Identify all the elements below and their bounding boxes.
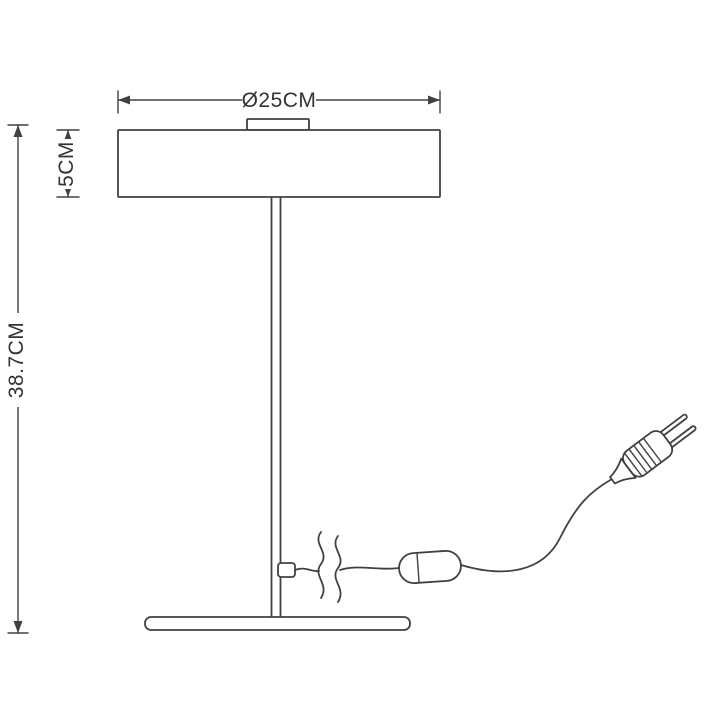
power-cord-segment-3 bbox=[460, 478, 613, 573]
inline-switch-seam bbox=[416, 553, 420, 583]
plug-rib bbox=[637, 441, 658, 467]
arrowhead-down-icon bbox=[13, 621, 23, 633]
plug-rib bbox=[633, 444, 653, 471]
plug-rib bbox=[624, 452, 643, 477]
cord-stem-fitting bbox=[277, 562, 296, 578]
label-backing bbox=[242, 87, 316, 112]
inline-switch-body bbox=[398, 549, 462, 585]
total-height-dimension: 38.7CM bbox=[4, 124, 30, 634]
plug-rib bbox=[643, 438, 662, 463]
lamp-base bbox=[144, 616, 411, 631]
cord-break-icon bbox=[317, 531, 325, 599]
plug-strain-relief bbox=[609, 457, 637, 485]
diameter-dimension: Ø25CM bbox=[117, 87, 441, 114]
inline-switch bbox=[398, 549, 462, 585]
label-backing bbox=[4, 313, 30, 407]
shade-height-dimension: 5CM bbox=[54, 129, 80, 198]
arrowhead-left-icon bbox=[118, 95, 130, 105]
cord-assembly bbox=[277, 413, 697, 603]
power-cord-segment-2 bbox=[339, 566, 400, 571]
cord-break-icon bbox=[334, 535, 342, 603]
arrowhead-up-icon bbox=[13, 125, 23, 137]
lamp bbox=[117, 118, 441, 631]
lamp-shade bbox=[117, 129, 441, 198]
power-plug bbox=[609, 413, 697, 485]
shade-height-label: 5CM bbox=[55, 141, 78, 187]
plug-rib bbox=[628, 448, 648, 474]
label-backing bbox=[54, 139, 79, 189]
lamp-stem bbox=[270, 195, 282, 619]
total-height-label: 38.7CM bbox=[5, 322, 28, 399]
lamp-cap bbox=[246, 118, 310, 131]
power-cord-segment-1 bbox=[294, 567, 320, 572]
arrowhead-right-icon bbox=[428, 95, 440, 105]
diameter-label: Ø25CM bbox=[242, 89, 317, 112]
